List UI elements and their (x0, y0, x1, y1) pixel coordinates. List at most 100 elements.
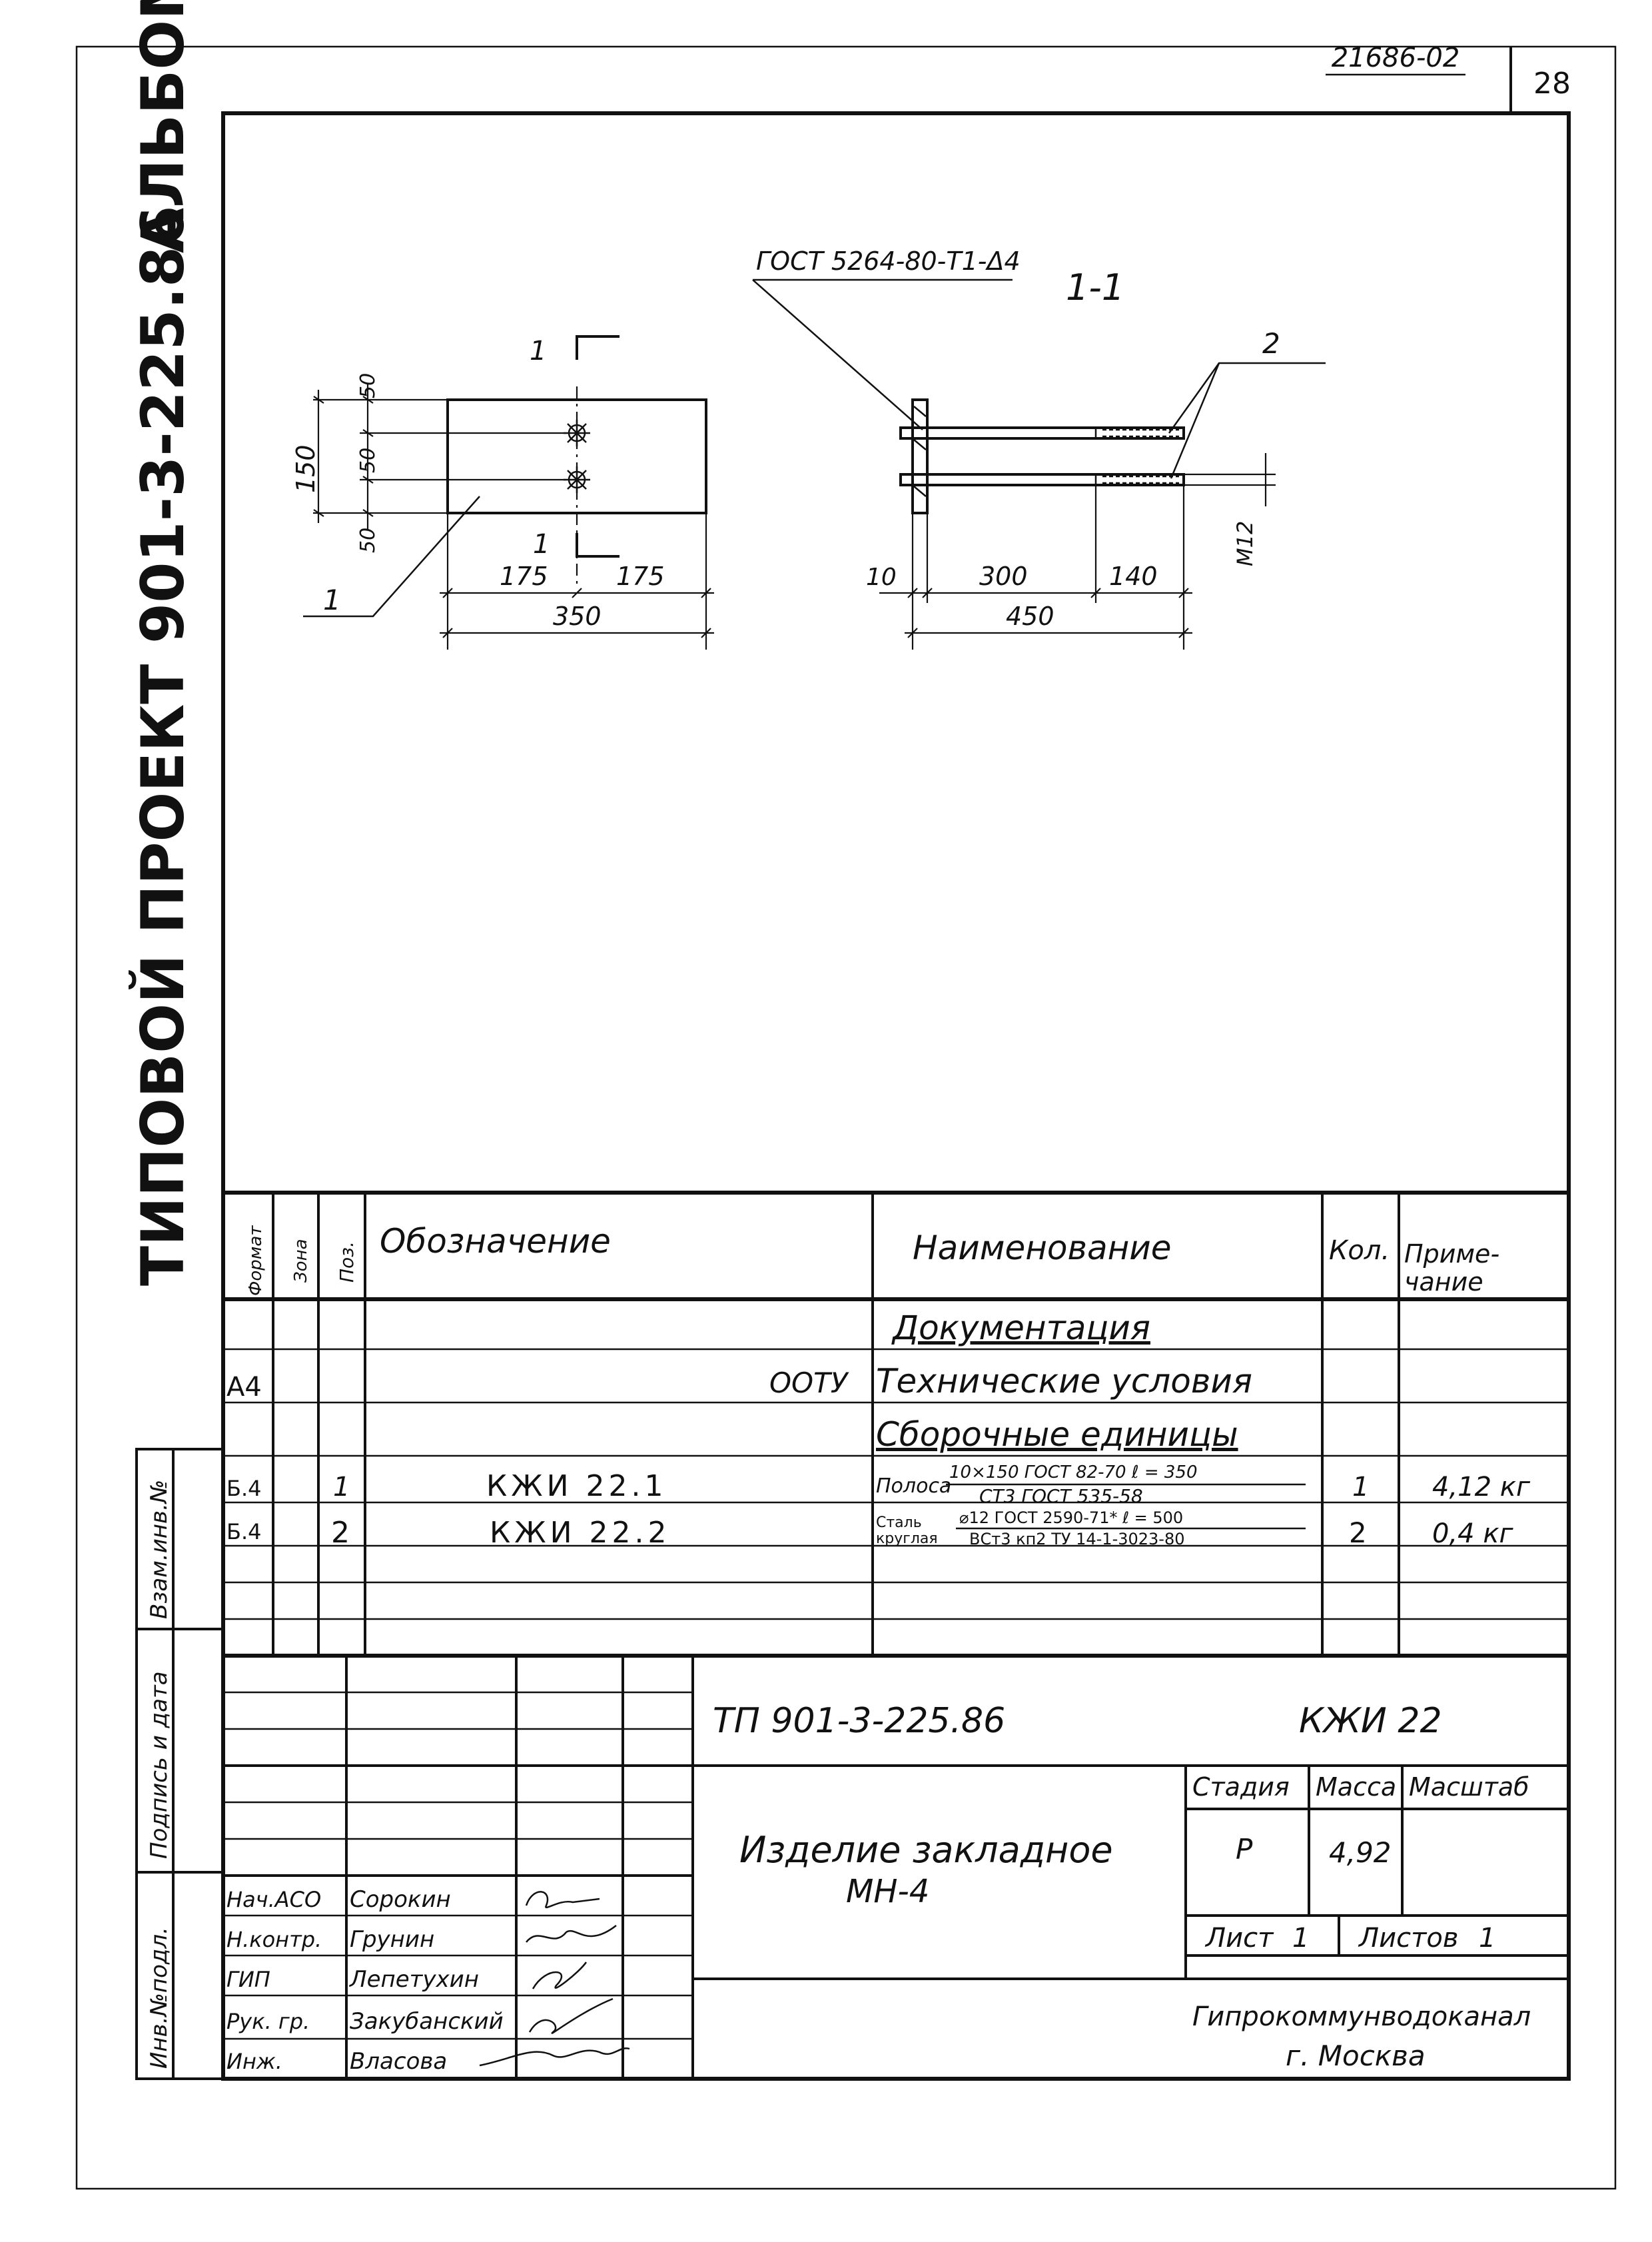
dim-top: 50 (356, 373, 380, 398)
section-view: ГОСТ 5264-80-Т1-Δ4 1-1 2 М12 (752, 247, 1326, 650)
row-1-name-top: 10×150 ГОСТ 82-70 ℓ = 350 (949, 1462, 1198, 1482)
section-mark-bottom (576, 533, 620, 558)
sheet-number: 28 (1533, 67, 1571, 101)
row-1-name-main: Полоса (876, 1474, 951, 1498)
row-1-format: Б.4 (226, 1476, 261, 1501)
signature (525, 1891, 600, 1908)
section-mark-top-label: 1 (530, 336, 546, 366)
row-2-pos: 2 (331, 1516, 350, 1550)
table-row: Б.4 1 КЖИ 22.1 Полоса 10×150 ГОСТ 82-70 … (226, 1462, 1531, 1507)
dim-bar-main: 300 (979, 562, 1028, 591)
signature (479, 2047, 630, 2067)
dim-right-half: 175 (616, 562, 665, 591)
person-name: Закубанский (350, 2008, 504, 2035)
header-format: Формат (246, 1225, 266, 1296)
side-title: ТИПОВОЙ ПРОЕКТ 901-3-225.86 АЛЬБОМ III (129, 0, 197, 1286)
person-role: ГИП (226, 1967, 270, 1992)
rod-top (899, 426, 1185, 440)
section-title: 1-1 (1066, 267, 1124, 308)
doc-row-name: Технические условия (876, 1362, 1252, 1401)
org-line2: г. Москва (1286, 2039, 1426, 2072)
person-name: Грунин (350, 1926, 434, 1953)
doc-row-format: А4 (226, 1372, 262, 1402)
weld-leader (752, 279, 923, 430)
person-name: Сорокин (350, 1886, 451, 1913)
leader-part-2 (1168, 362, 1326, 434)
person-name: Власова (350, 2048, 447, 2075)
stage-value: Р (1236, 1833, 1253, 1866)
row-1-pos: 1 (333, 1472, 350, 1502)
sign-date-label: Подпись и дата (146, 1671, 173, 1859)
left-margin-strip: Инв.№подл. Подпись и дата Взам.инв.№ (135, 1448, 224, 2080)
title-name-line1: Изделие закладное (739, 1829, 1113, 1871)
signature (526, 1925, 617, 1943)
mass-value: 4,92 (1329, 1836, 1392, 1869)
section-assembly-units: Сборочные единицы (876, 1415, 1238, 1454)
person-role: Рук. гр. (226, 2009, 310, 2034)
dim-middle: 50 (356, 448, 380, 473)
row-2-name-top: ⌀12 ГОСТ 2590-71* ℓ = 500 (959, 1508, 1183, 1527)
row-2-qty: 2 (1349, 1516, 1367, 1549)
section-documentation: Документация (891, 1309, 1150, 1347)
rod-hole-top (564, 420, 590, 446)
leader-part-1 (303, 496, 480, 618)
person-name: Лепетухин (348, 1966, 479, 1993)
doc-row-designation: ООТУ (769, 1367, 849, 1399)
rod-bottom (899, 473, 1185, 486)
dim-left-half: 175 (500, 562, 548, 591)
header-pos: Поз. (336, 1241, 358, 1283)
header-name: Наименование (913, 1229, 1172, 1267)
dim-height: 150 (291, 444, 320, 493)
dim-total: 450 (1006, 602, 1054, 631)
dim-plate: 10 (866, 564, 897, 591)
vzam-inv-label: Взам.инв.№ (146, 1480, 173, 1619)
weld-note: ГОСТ 5264-80-Т1-Δ4 (756, 247, 1021, 276)
person-role: Инж. (226, 2049, 282, 2074)
title-mark: КЖИ 22 (1299, 1701, 1442, 1741)
row-1-note: 4,12 кг (1432, 1472, 1531, 1502)
inner-frame (221, 111, 1571, 2081)
doc-number: 21686-02 (1332, 43, 1460, 73)
plan-view: 1 1 50 50 50 150 175 175 350 1 (291, 335, 714, 650)
dim-bar-thread: 140 (1109, 562, 1158, 591)
dim-width: 350 (553, 602, 602, 631)
row-2-format: Б.4 (226, 1519, 261, 1544)
spec-table: Формат Зона Поз. Обозначение Наименовани… (223, 1191, 1569, 1658)
scale-label: Масштаб (1409, 1772, 1529, 1802)
title-block: ТП 901-3-225.86 КЖИ 22 Стадия Масса Масш… (223, 1656, 1569, 2079)
sheet-value: 1 (1292, 1923, 1309, 1954)
row-1-name-bottom: СТ3 ГОСТ 535-58 (979, 1485, 1143, 1507)
part-1-label: 1 (323, 584, 341, 616)
person-role: Н.контр. (226, 1927, 322, 1952)
header-qty: Кол. (1329, 1235, 1390, 1266)
signature (532, 1962, 588, 1989)
dim-thread: М12 (1232, 521, 1258, 566)
album-title: АЛЬБОМ III (129, 0, 197, 253)
row-1-designation: КЖИ 22.1 (486, 1469, 667, 1503)
person-role: Нач.АСО (226, 1887, 321, 1912)
sheets-value: 1 (1479, 1923, 1495, 1954)
sheets-label: Листов (1358, 1923, 1458, 1954)
outer-border (75, 45, 1617, 2190)
row-2-note: 0,4 кг (1432, 1518, 1513, 1549)
dim-bottom: 50 (356, 528, 380, 553)
header-note: Приме-чание (1404, 1239, 1499, 1297)
mass-label: Масса (1316, 1772, 1396, 1802)
part-2-label: 2 (1262, 327, 1280, 360)
project-title: ТИПОВОЙ ПРОЕКТ 901-3-225.86 (129, 205, 197, 1286)
header-designation: Обозначение (380, 1222, 611, 1261)
inv-orig-label: Инв.№подл. (146, 1927, 173, 2069)
title-code: ТП 901-3-225.86 (713, 1701, 1005, 1741)
org-line1: Гипрокоммунводоканал (1192, 2001, 1531, 2032)
row-2-name-bottom: ВСт3 кп2 ТУ 14-1-3023-80 (969, 1530, 1185, 1548)
header-zone: Зона (291, 1239, 311, 1283)
title-name-line2: МН-4 (846, 1873, 929, 1910)
row-2-designation: КЖИ 22.2 (490, 1516, 671, 1550)
section-mark-top (576, 335, 620, 360)
row-1-qty: 1 (1352, 1472, 1369, 1502)
sheet-label: Лист (1204, 1923, 1274, 1954)
stage-label: Стадия (1192, 1772, 1290, 1802)
